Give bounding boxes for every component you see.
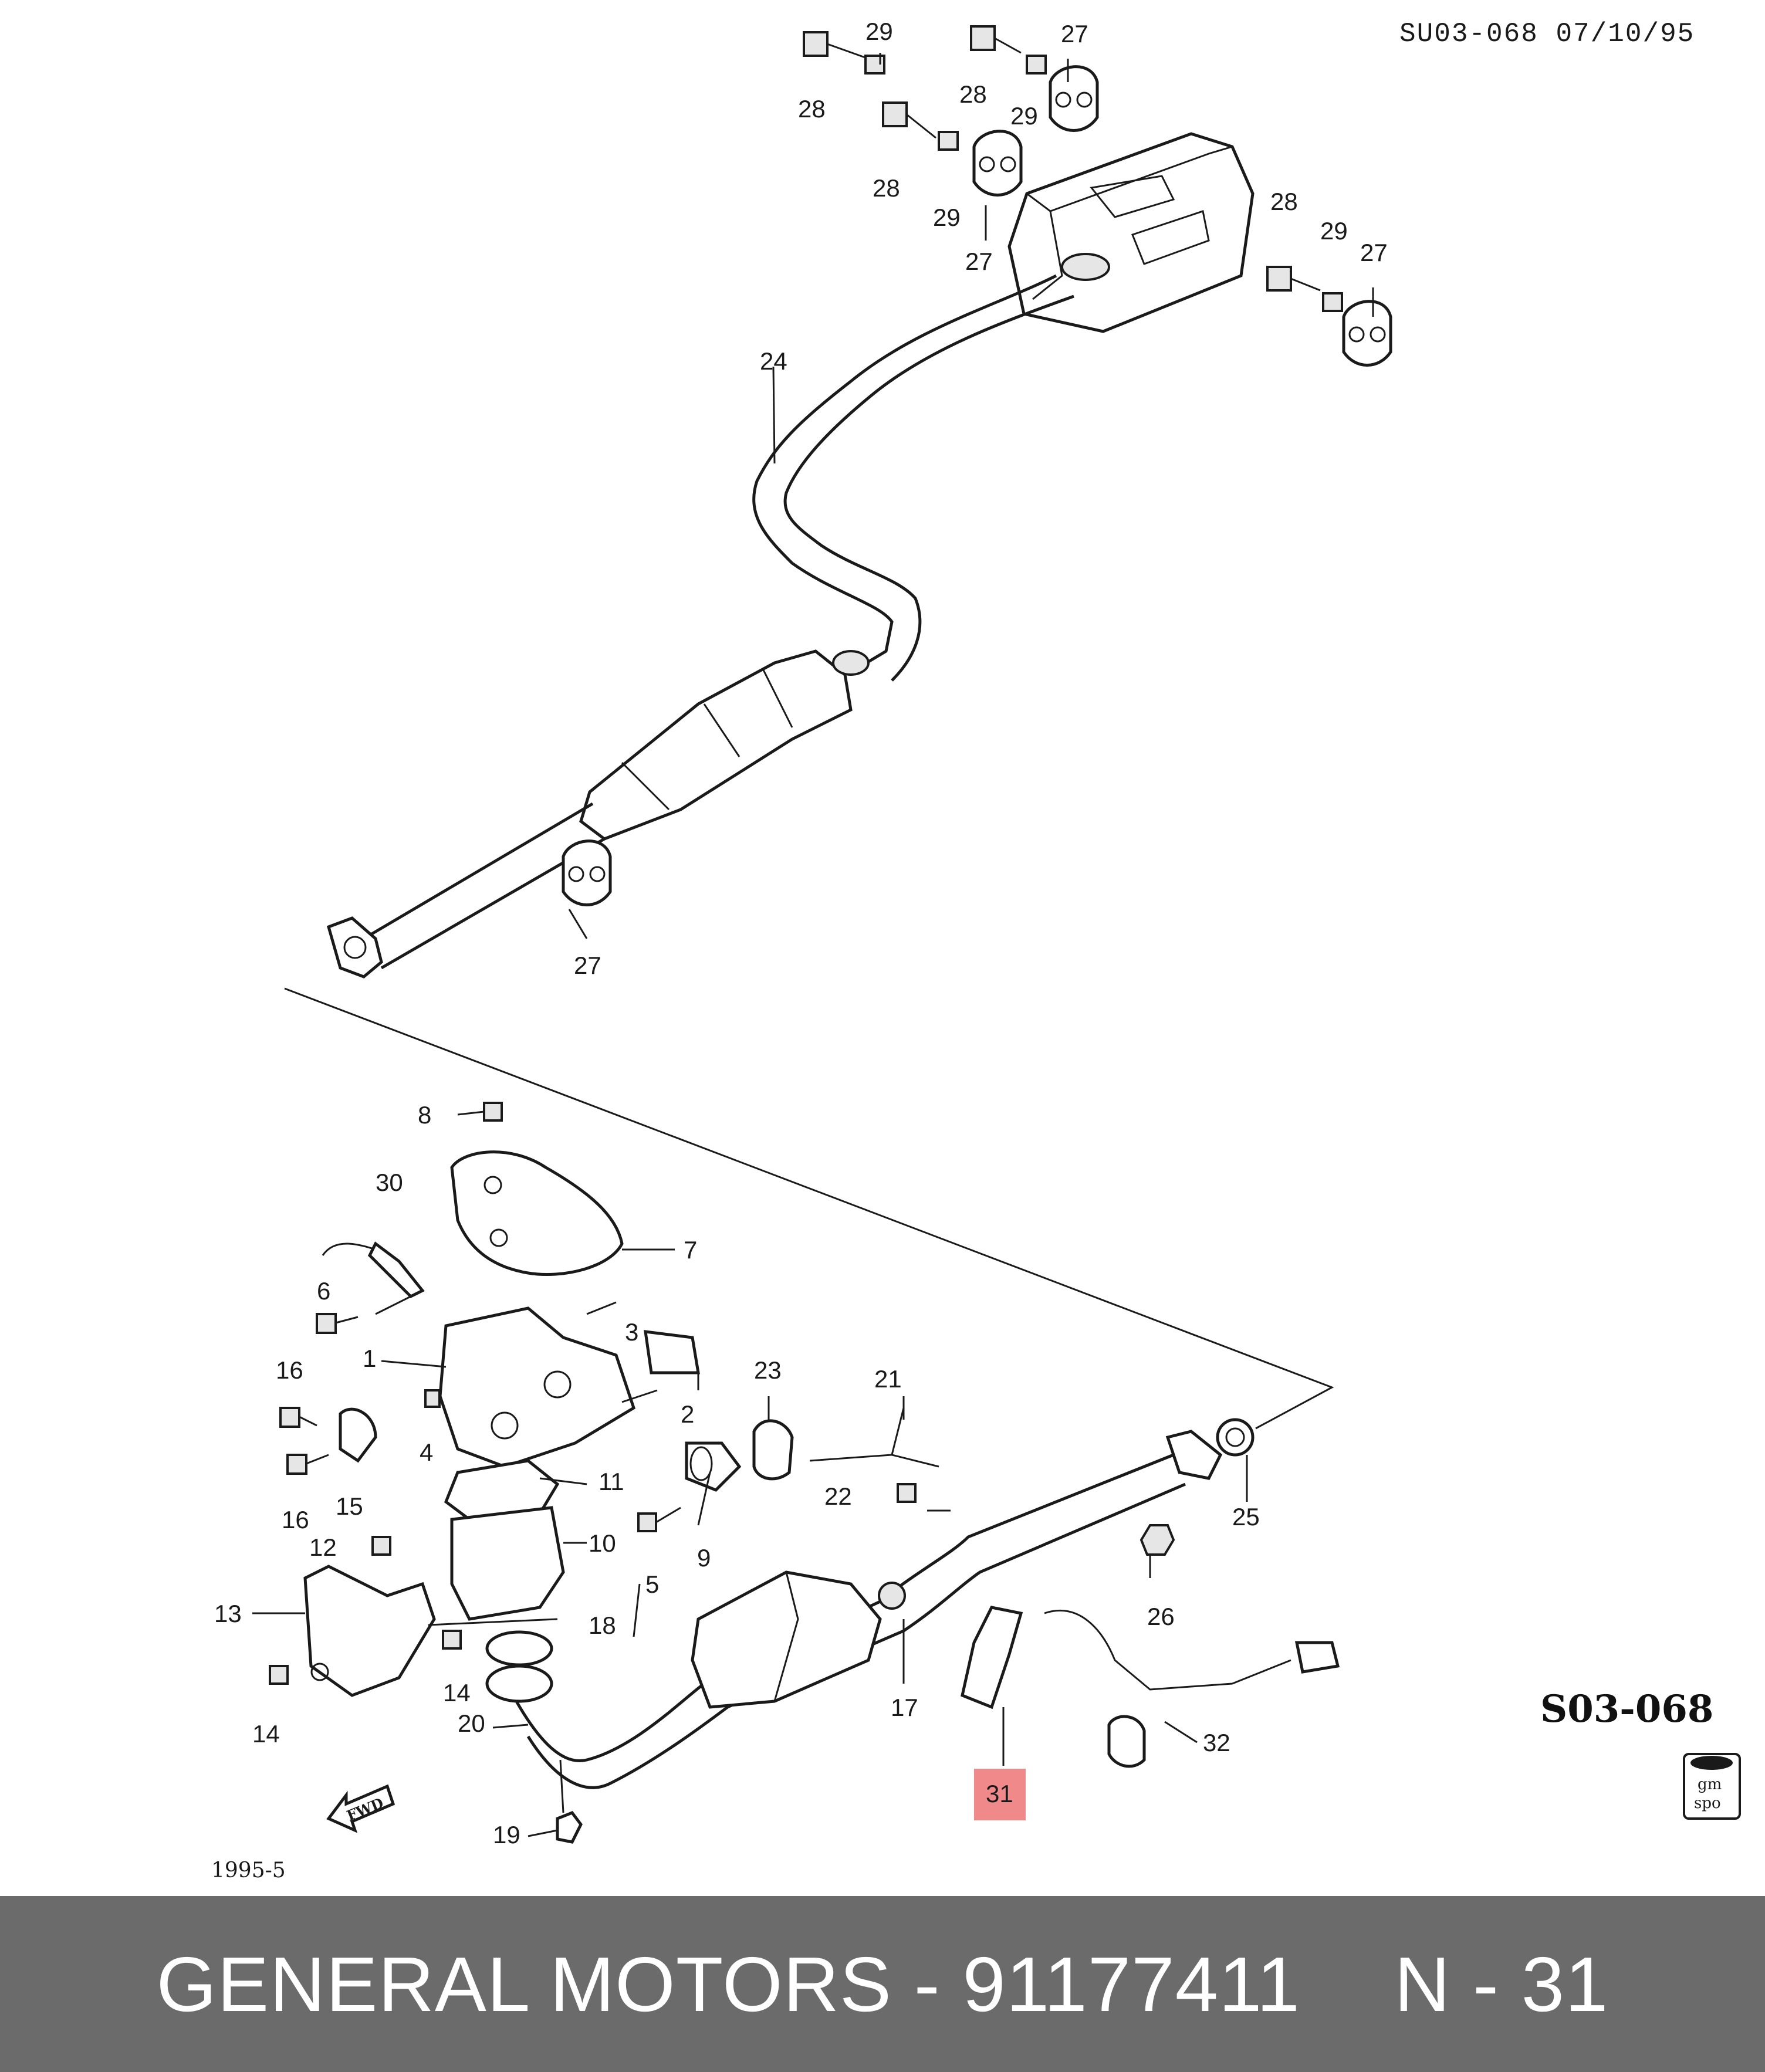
intermediate-pipe	[752, 274, 1057, 671]
heat-shield-7	[450, 1150, 624, 1276]
gmspo-badge: gm spo	[1683, 1753, 1741, 1820]
callout-32: 32	[1203, 1729, 1230, 1756]
callout-14: 14	[252, 1720, 280, 1748]
callout-28: 28	[959, 80, 987, 108]
callout-2: 2	[681, 1400, 694, 1428]
hanger-23	[752, 1419, 794, 1481]
callout-26: 26	[1147, 1603, 1175, 1630]
callout-6: 6	[317, 1277, 330, 1305]
callout-29: 29	[1320, 217, 1348, 245]
badge-bottom: spo	[1694, 1795, 1721, 1812]
gasket-9	[685, 1441, 742, 1492]
section-code: S03-068	[1540, 1687, 1713, 1731]
callout-29: 29	[865, 18, 893, 45]
bracket-15	[339, 1407, 377, 1463]
callout-7: 7	[684, 1236, 697, 1264]
callout-27: 27	[1360, 239, 1388, 266]
callout-16: 16	[282, 1506, 309, 1533]
callout-28: 28	[1270, 188, 1298, 215]
flange-18	[485, 1630, 553, 1703]
center-resonator	[579, 649, 870, 841]
catalyst-10	[450, 1506, 565, 1621]
reference-line	[284, 987, 1334, 1430]
exhaust-manifold-1	[438, 1306, 636, 1468]
callout-8: 8	[418, 1101, 431, 1129]
date-code: 1995-5	[211, 1858, 286, 1883]
callout-13: 13	[214, 1600, 242, 1627]
brand-part-number: GENERAL MOTORS - 91177411	[156, 1941, 1301, 2027]
position-label: N - 31	[1394, 1941, 1609, 2027]
hanger-27c	[1342, 300, 1392, 367]
callout-25: 25	[1232, 1503, 1260, 1531]
oxygen-sensor-30	[322, 1241, 425, 1299]
sheet-code: SU03-068 07/10/95	[1399, 19, 1695, 49]
callout-27: 27	[965, 248, 993, 275]
hanger-27a	[1049, 65, 1099, 132]
callout-4: 4	[420, 1438, 433, 1466]
part-footer: GENERAL MOTORS - 91177411 N - 31	[0, 1896, 1765, 2072]
callout-14: 14	[443, 1679, 471, 1707]
callout-21: 21	[874, 1365, 902, 1393]
callout-27: 27	[574, 952, 601, 979]
lower-shield-13	[303, 1565, 436, 1697]
callout-18: 18	[589, 1611, 616, 1639]
callout-20: 20	[458, 1709, 485, 1737]
callout-17: 17	[891, 1694, 918, 1721]
callout-9: 9	[697, 1544, 711, 1572]
callout-28: 28	[798, 95, 826, 123]
front-catalyst	[691, 1570, 906, 1709]
highlight-box	[974, 1769, 1026, 1820]
callout-28: 28	[873, 174, 900, 202]
oxygen-sensor-31	[961, 1606, 1340, 1709]
clip-32	[1107, 1715, 1146, 1768]
callouts: 29 28 28 29 27 28 29 27 28 29 27 24 27 8…	[214, 18, 1388, 1848]
callout-29: 29	[933, 204, 961, 231]
callout-10: 10	[589, 1529, 616, 1557]
callout-12: 12	[309, 1533, 337, 1561]
leader-lines	[252, 53, 1374, 1837]
callout-19: 19	[493, 1821, 520, 1848]
callout-5: 5	[645, 1570, 659, 1598]
callout-22: 22	[824, 1482, 852, 1510]
nut-26	[1140, 1524, 1175, 1556]
callout-29: 29	[1010, 102, 1038, 130]
callout-23: 23	[754, 1356, 782, 1384]
flange-upper	[326, 916, 383, 979]
hanger-27b	[972, 130, 1023, 197]
callout-3: 3	[625, 1318, 638, 1346]
bracket-21	[809, 1407, 939, 1468]
exploded-view: SU03-068 07/10/95	[211, 18, 1741, 1883]
rear-muffler	[1007, 132, 1255, 333]
callout-24: 24	[760, 347, 787, 375]
rear-ring-25	[1216, 1418, 1255, 1457]
hanger-27d	[562, 839, 612, 906]
parts-diagram: SU03-068 07/10/95	[211, 18, 1741, 1883]
front-flange-lower	[1165, 1430, 1223, 1480]
callout-31: 31	[986, 1780, 1013, 1807]
bolts-lower	[269, 1102, 917, 1844]
callout-11: 11	[599, 1468, 624, 1495]
badge-top: gm	[1698, 1776, 1722, 1793]
callout-16: 16	[276, 1356, 303, 1384]
gasket-2	[644, 1330, 700, 1374]
lower-exhaust-pipe	[515, 1453, 1174, 1762]
callout-30: 30	[376, 1169, 403, 1196]
callout-27: 27	[1061, 20, 1088, 48]
callout-15: 15	[336, 1492, 363, 1520]
fwd-arrow-icon: FWD	[326, 1784, 395, 1833]
callout-1: 1	[363, 1345, 376, 1372]
bolts-upper	[803, 25, 1343, 312]
